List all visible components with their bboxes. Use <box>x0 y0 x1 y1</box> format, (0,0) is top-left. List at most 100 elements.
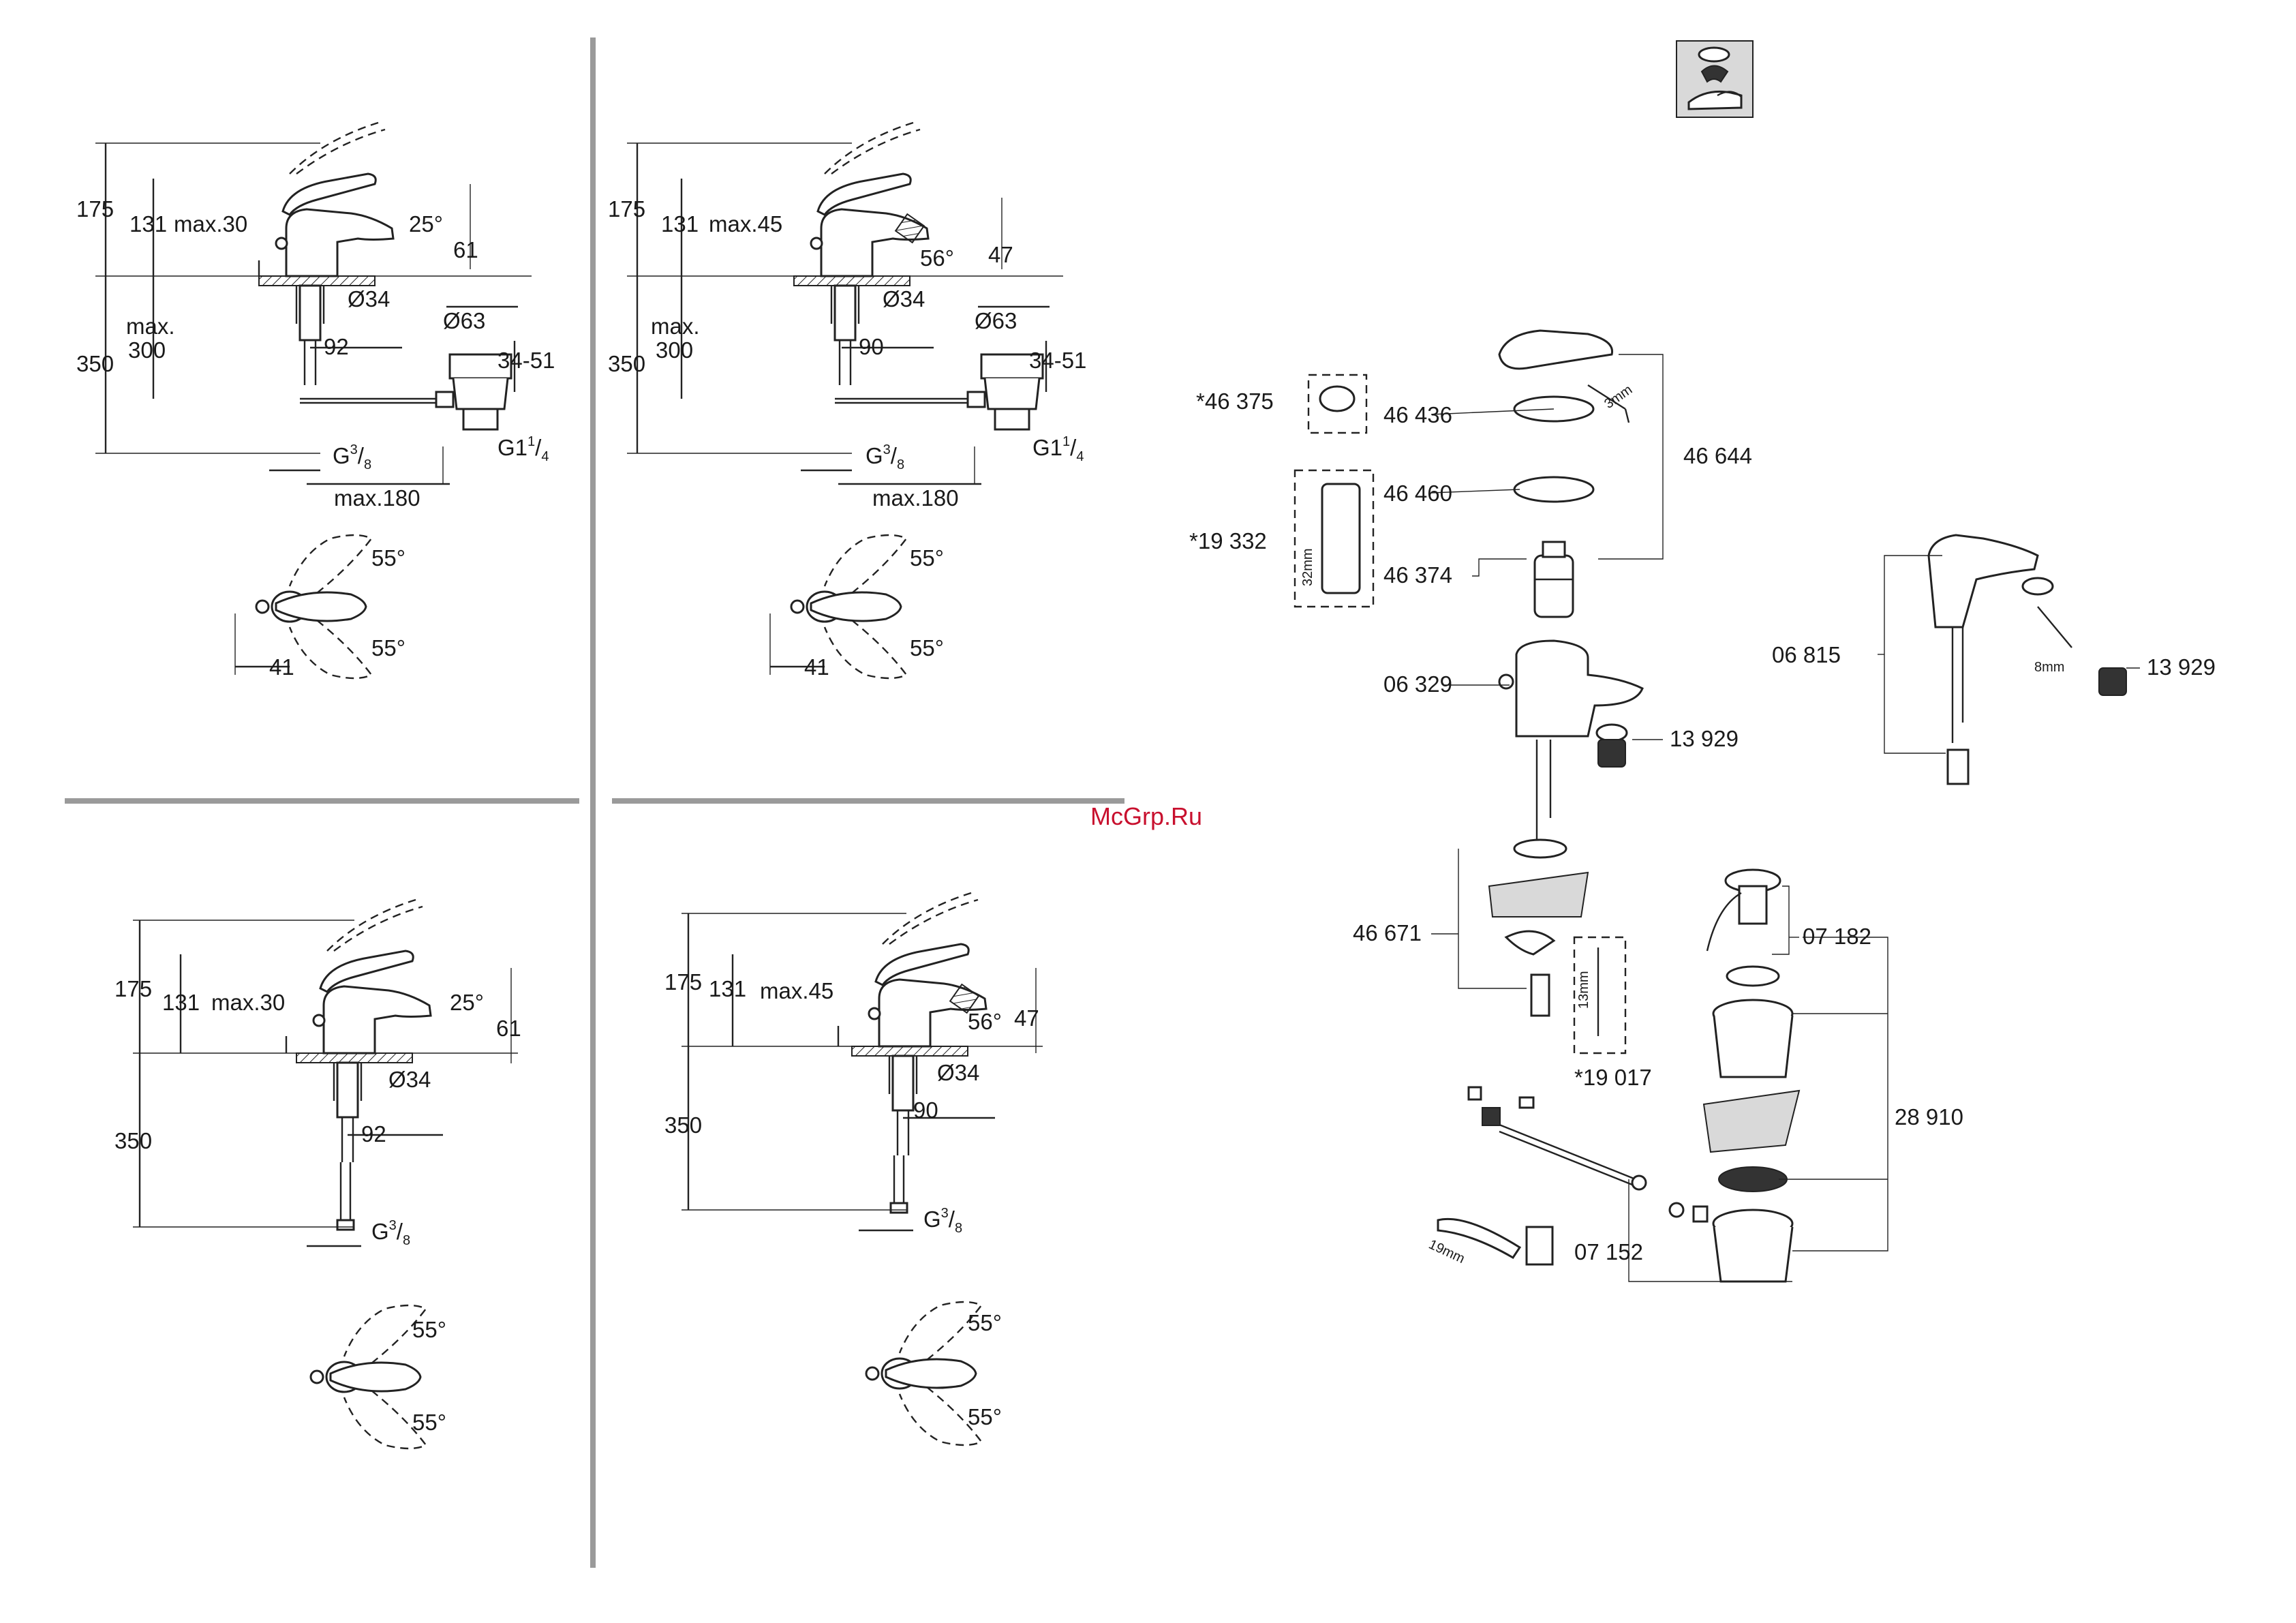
dim-waste-thread: G11/4 <box>1032 434 1084 464</box>
dim-depth: 350 <box>608 351 645 376</box>
dim-h-outlet: 47 <box>988 242 1013 267</box>
dim-max-lift: max.30 <box>211 990 285 1015</box>
watermark: McGrp.Ru <box>1090 802 1202 830</box>
hex-key-icon <box>1587 384 1630 423</box>
plan-offset: 41 <box>804 654 829 680</box>
basin-section <box>1488 871 1589 917</box>
pop-up-rod-assembly <box>1482 1107 1709 1223</box>
threaded-rod <box>1530 973 1550 1017</box>
bidet-spray-head <box>949 983 980 1014</box>
dim-max-lift: max.45 <box>760 978 833 1003</box>
dim-thread: G3/8 <box>371 1218 410 1248</box>
dim-max-rod: max.180 <box>334 485 420 511</box>
tool-size-32mm: 32mm <box>1300 548 1315 586</box>
part-label-19017: *19 017 <box>1574 1065 1652 1090</box>
dim-waste-thread: G11/4 <box>498 434 549 464</box>
dim-max-depth: max. <box>651 314 700 339</box>
plan-angle-top: 55° <box>910 545 944 571</box>
part-label-46644: 46 644 <box>1683 443 1752 468</box>
tool-19332 <box>1294 469 1375 608</box>
plan-offset: 41 <box>269 654 294 680</box>
basin-section <box>1702 1089 1801 1153</box>
svg-text:G11/4: G11/4 <box>1032 434 1084 464</box>
pop-up-waste-drawing <box>835 353 1044 431</box>
dim-h-total: 175 <box>76 196 114 222</box>
plan-view <box>865 1301 983 1446</box>
plan-view <box>309 1304 427 1450</box>
part-label-46436: 46 436 <box>1383 402 1452 427</box>
panel-bottom-left: 175 131 max.30 25° 61 Ø34 350 92 G3/8 55… <box>114 898 521 1450</box>
side-assembly-06815 <box>1878 534 2140 785</box>
dim-waste-range: 34-51 <box>1029 348 1086 373</box>
plug-seal <box>1726 965 1780 987</box>
part-label-07152: 07 152 <box>1574 1239 1643 1264</box>
dim-depth: 350 <box>114 1128 152 1153</box>
dim-h-total: 175 <box>114 976 152 1001</box>
dim-angle: 56° <box>968 1009 1002 1034</box>
part-label-19332: *19 332 <box>1189 528 1267 553</box>
bidet-spray-head <box>894 213 925 244</box>
tool-19017 <box>1573 936 1627 1055</box>
part-label-06815: 06 815 <box>1772 642 1841 667</box>
dim-h-outlet: 47 <box>1014 1005 1039 1031</box>
dim-dia-base: Ø34 <box>348 286 390 312</box>
svg-text:G3/8: G3/8 <box>333 442 371 472</box>
waste-nut <box>1712 1209 1794 1283</box>
dim-max-depth-value: 300 <box>656 337 693 363</box>
tool-size-8mm: 8mm <box>2034 660 2064 675</box>
waste-gasket <box>1718 1166 1788 1192</box>
dim-thread: G3/8 <box>866 442 904 472</box>
dim-thread: G3/8 <box>333 442 371 472</box>
dim-h-spout: 131 <box>129 211 167 237</box>
tool-size-19mm: 19mm <box>1426 1237 1467 1266</box>
part-label-46671: 46 671 <box>1353 920 1422 945</box>
part-label-28910: 28 910 <box>1895 1104 1963 1129</box>
dim-thread: G3/8 <box>923 1206 962 1236</box>
dim-max-lift: max.30 <box>174 211 247 237</box>
dim-angle: 56° <box>920 245 954 271</box>
dim-dia-base: Ø34 <box>937 1060 979 1085</box>
dim-depth: 350 <box>664 1112 702 1138</box>
dim-waste-range: 34-51 <box>498 348 555 373</box>
part-label-46374: 46 374 <box>1383 562 1452 588</box>
dim-h-total: 175 <box>608 196 645 222</box>
panel-bottom-middle: 175 131 max.45 56° 47 Ø34 350 90 G3/8 55… <box>664 892 1043 1446</box>
clamp-horseshoe <box>1504 930 1556 956</box>
part-label-46460: 46 460 <box>1383 481 1452 506</box>
svg-text:G11/4: G11/4 <box>498 434 549 464</box>
plan-angle-bottom: 55° <box>968 1404 1002 1429</box>
tool-46375 <box>1307 374 1368 434</box>
panel-top-middle: 175 131 max.45 56° 47 Ø34 Ø63 34-51 350 … <box>608 121 1086 680</box>
plan-angle-top: 55° <box>968 1310 1002 1335</box>
tool-size-13mm: 13mm <box>1576 971 1591 1009</box>
cartridge <box>1533 541 1574 618</box>
panel-top-left: 175 131 max.30 25° 61 Ø34 Ø63 34-51 350 … <box>76 121 555 680</box>
waste-plug <box>1706 868 1781 952</box>
mixer-body <box>1515 639 1644 738</box>
part-label-07182: 07 182 <box>1803 924 1871 949</box>
plan-angle-top: 55° <box>412 1317 446 1342</box>
dim-dia-base: Ø34 <box>388 1067 431 1092</box>
dim-h-outlet: 61 <box>496 1016 521 1041</box>
svg-text:G3/8: G3/8 <box>866 442 904 472</box>
cartridge-nut <box>1513 476 1595 503</box>
aerator <box>1595 723 1628 768</box>
part-label-13929-side: 13 929 <box>2147 654 2216 680</box>
dim-h-spout: 131 <box>709 976 746 1001</box>
dimension-lines <box>95 142 532 485</box>
pop-up-waste-drawing <box>300 353 512 431</box>
lever-handle <box>1498 329 1614 370</box>
leader-lines <box>1430 354 1888 1282</box>
supply-hose <box>889 1155 908 1214</box>
dimension-lines <box>627 142 1063 485</box>
waste-body <box>1712 999 1794 1078</box>
dim-dia-waste: Ø63 <box>443 308 485 333</box>
dim-max-depth: max. <box>126 314 175 339</box>
plan-angle-bottom: 55° <box>910 635 944 661</box>
svg-text:G3/8: G3/8 <box>371 1218 410 1248</box>
dim-dia-waste: Ø63 <box>975 308 1017 333</box>
exploded-view <box>1294 329 2140 1283</box>
dim-angle: 25° <box>450 990 484 1015</box>
dim-reach: 92 <box>324 334 349 359</box>
